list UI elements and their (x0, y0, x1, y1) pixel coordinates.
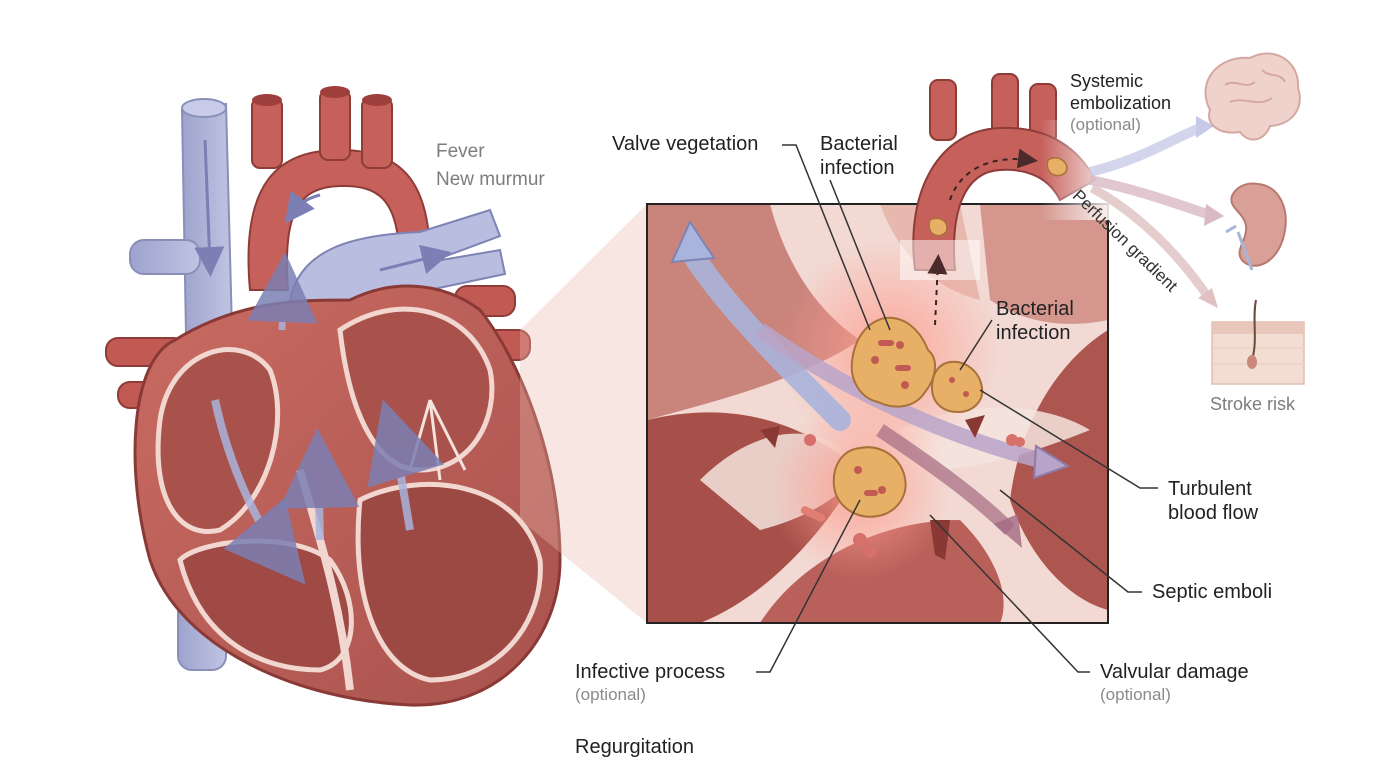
turbulent-blood-flow-label: Turbulent blood flow (1168, 477, 1288, 525)
infective-process-label: Infective process (optional) (575, 660, 725, 706)
systemic-embolization-text: Systemic embolization (1070, 71, 1171, 113)
valvular-damage-label: Valvular damage (optional) (1100, 660, 1249, 706)
stroke-risk-label: Stroke risk (1210, 392, 1295, 416)
valvular-damage-text: Valvular damage (1100, 661, 1249, 683)
infective-process-text: Infective process (575, 661, 725, 683)
infective-process-note: (optional) (575, 684, 725, 706)
kidney-icon (1226, 184, 1286, 271)
septic-emboli-label: Septic emboli (1152, 580, 1272, 604)
fever-label: Fever (436, 140, 485, 164)
brain-icon (1206, 54, 1300, 140)
systemic-embolization-label: Systemic embolization (optional) (1070, 70, 1200, 136)
new-murmur-label: New murmur (436, 168, 545, 192)
valvular-damage-note: (optional) (1100, 684, 1249, 706)
valve-vegetation-label: Valve vegetation (612, 132, 758, 156)
regurgitation-label: Regurgitation (575, 735, 694, 759)
bacterial-infection-mid-label: Bacterial infection (996, 297, 1096, 345)
systemic-embolization-note: (optional) (1070, 114, 1200, 136)
bacterial-infection-top-label: Bacterial infection (820, 132, 920, 180)
skin-icon (1212, 300, 1304, 384)
valve-zoom-panel (647, 204, 1108, 623)
